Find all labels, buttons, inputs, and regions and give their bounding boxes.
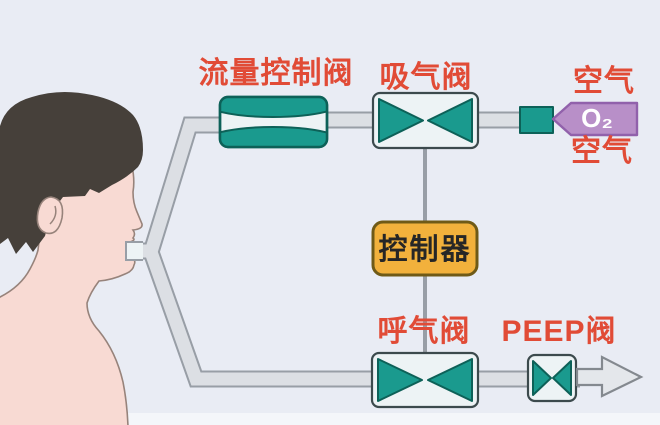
face-and-torso xyxy=(0,131,143,425)
inspiratory-valve-symbol xyxy=(371,91,480,150)
expiratory-valve-symbol xyxy=(370,351,480,409)
ear xyxy=(36,196,64,235)
expiratory-valve-body xyxy=(370,351,480,409)
flow-control-valve-border xyxy=(218,95,329,149)
inspiratory-valve-body xyxy=(371,91,480,150)
breathing-circuit-tubing xyxy=(125,111,580,388)
controller-label: 控制器 xyxy=(378,234,472,266)
expiratory-valve-right-triangle xyxy=(427,358,473,402)
expiratory-valve-label: 呼气阀 xyxy=(377,315,471,348)
peep-valve-label: PEEP阀 xyxy=(501,315,617,348)
patient-illustration xyxy=(0,91,143,425)
flow-control-valve-symbol xyxy=(218,95,329,149)
oxygen-air-inlet-arrow xyxy=(551,101,639,137)
exhaust-arrow-icon xyxy=(575,355,644,398)
gas-inlet-connector xyxy=(519,106,554,134)
peep-valve-right-triangle xyxy=(552,360,572,396)
flow-control-valve-label: 流量控制阀 xyxy=(198,57,354,90)
controller-box xyxy=(371,220,479,277)
inspiratory-valve-right-triangle xyxy=(427,98,473,143)
inspiratory-valve-left-triangle xyxy=(378,98,424,143)
peep-valve-left-triangle xyxy=(532,360,552,396)
ear-inner-line xyxy=(49,205,57,225)
air-label-top: 空气 xyxy=(573,65,635,98)
oxygen-label: O₂ xyxy=(581,103,613,133)
mouthpiece-outline xyxy=(125,241,143,261)
peep-valve-symbol xyxy=(526,353,578,403)
venturi-lower-lens xyxy=(220,126,327,147)
mouthpiece xyxy=(126,242,143,260)
hair xyxy=(0,91,143,254)
background-strip xyxy=(0,413,660,425)
venturi-upper-lens xyxy=(220,97,327,118)
inspiratory-valve-label: 吸气阀 xyxy=(379,61,473,94)
expiratory-valve-left-triangle xyxy=(377,358,423,402)
air-label-bottom: 空气 xyxy=(571,135,633,168)
